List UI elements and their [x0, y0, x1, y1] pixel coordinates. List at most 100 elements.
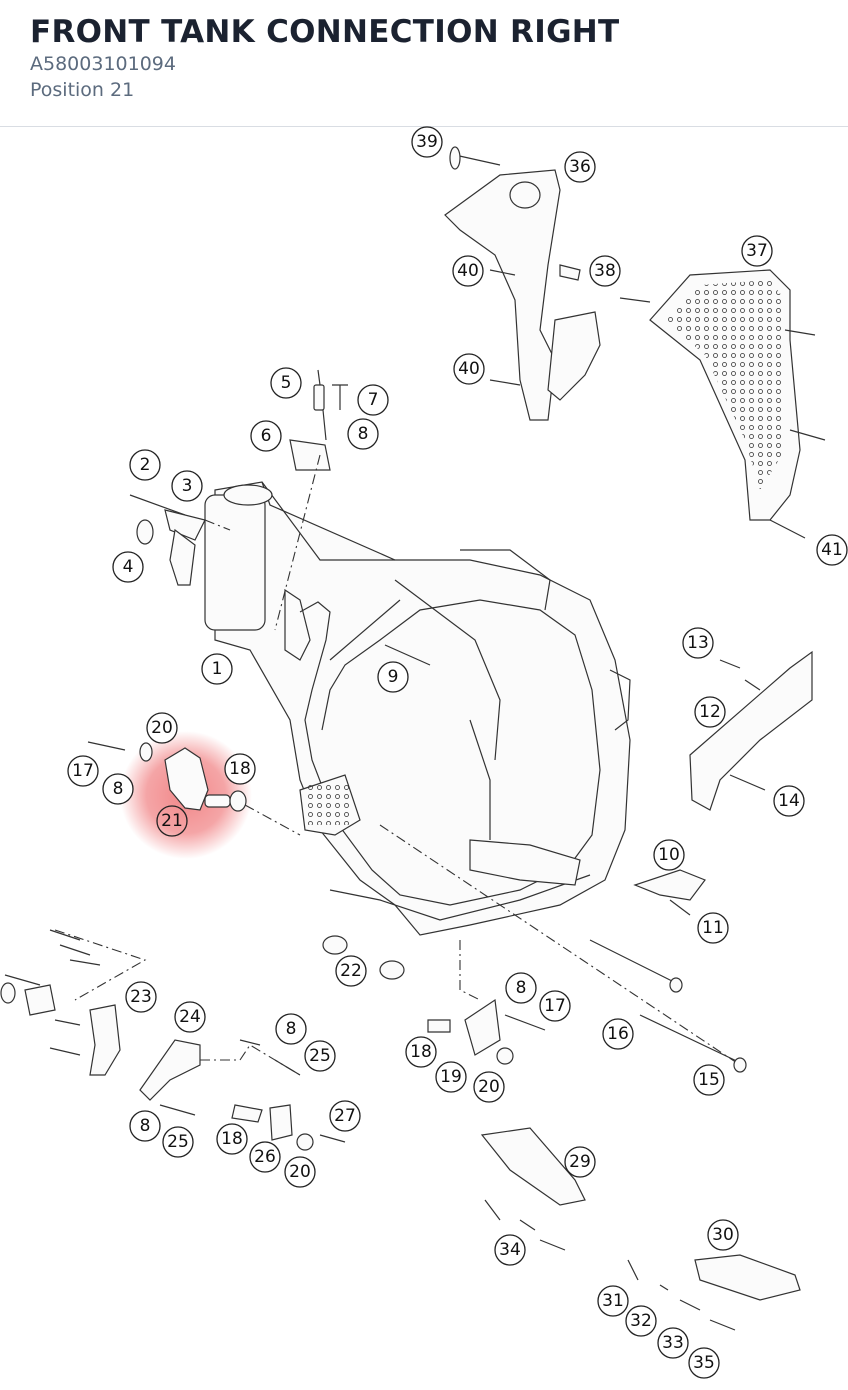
callout-10[interactable]: 10: [653, 839, 685, 871]
svg-text:2: 2: [140, 455, 151, 475]
upper-parts: [129, 369, 431, 666]
callout-32[interactable]: 32: [625, 1305, 657, 1337]
callout-33[interactable]: 33: [657, 1327, 689, 1359]
svg-text:40: 40: [457, 261, 479, 281]
right-side-parts: [379, 650, 813, 1073]
callout-8-top[interactable]: 8: [347, 418, 379, 450]
callout-14[interactable]: 14: [773, 785, 805, 817]
callout-23[interactable]: 23: [125, 981, 157, 1013]
callout-4[interactable]: 4: [112, 551, 144, 583]
svg-text:25: 25: [167, 1132, 189, 1152]
part-21-assembly: [87, 741, 301, 836]
svg-text:20: 20: [478, 1077, 500, 1097]
position-label: Position 21: [30, 79, 135, 101]
callout-7[interactable]: 7: [357, 384, 389, 416]
callout-20-mid[interactable]: 20: [473, 1071, 505, 1103]
callout-31[interactable]: 31: [597, 1285, 629, 1317]
callout-20-left[interactable]: 20: [146, 712, 178, 744]
svg-text:26: 26: [254, 1147, 276, 1167]
svg-text:13: 13: [687, 633, 709, 653]
svg-text:35: 35: [693, 1353, 715, 1373]
svg-text:32: 32: [630, 1311, 652, 1331]
svg-text:8: 8: [113, 779, 124, 799]
callout-18-bottom[interactable]: 18: [216, 1123, 248, 1155]
svg-text:38: 38: [594, 261, 616, 281]
svg-text:11: 11: [702, 918, 724, 938]
svg-text:10: 10: [658, 845, 680, 865]
callout-18-mid[interactable]: 18: [405, 1036, 437, 1068]
callout-27[interactable]: 27: [329, 1100, 361, 1132]
callout-9[interactable]: 9: [377, 661, 409, 693]
footpeg-parts: [480, 1127, 801, 1331]
svg-text:25: 25: [309, 1046, 331, 1066]
svg-text:24: 24: [179, 1007, 201, 1027]
svg-text:20: 20: [151, 718, 173, 738]
svg-text:1: 1: [212, 659, 223, 679]
callout-24[interactable]: 24: [174, 1001, 206, 1033]
svg-text:18: 18: [221, 1129, 243, 1149]
callout-18-left[interactable]: 18: [224, 753, 256, 785]
callout-19[interactable]: 19: [435, 1061, 467, 1093]
shroud-parts: [444, 146, 826, 539]
callout-34[interactable]: 34: [494, 1234, 526, 1266]
callout-29[interactable]: 29: [564, 1146, 596, 1178]
frame-drawing: [204, 481, 631, 936]
svg-text:3: 3: [182, 476, 193, 496]
svg-text:36: 36: [569, 157, 591, 177]
svg-text:22: 22: [340, 961, 362, 981]
callout-22[interactable]: 22: [335, 955, 367, 987]
svg-text:29: 29: [569, 1152, 591, 1172]
svg-text:41: 41: [821, 540, 843, 560]
callout-21-highlighted[interactable]: 21: [156, 805, 188, 837]
callout-40-top[interactable]: 40: [452, 255, 484, 287]
callout-1[interactable]: 1: [201, 653, 233, 685]
callout-3[interactable]: 3: [171, 470, 203, 502]
callout-20-bottom[interactable]: 20: [284, 1156, 316, 1188]
svg-text:6: 6: [261, 426, 272, 446]
callout-17-mid[interactable]: 17: [539, 990, 571, 1022]
svg-text:19: 19: [440, 1067, 462, 1087]
svg-text:12: 12: [699, 702, 721, 722]
svg-text:20: 20: [289, 1162, 311, 1182]
callout-26[interactable]: 26: [249, 1141, 281, 1173]
svg-text:14: 14: [778, 791, 800, 811]
svg-text:37: 37: [746, 241, 768, 261]
callout-25-lower[interactable]: 25: [162, 1126, 194, 1158]
svg-text:39: 39: [416, 132, 438, 152]
callout-35[interactable]: 35: [688, 1347, 720, 1379]
svg-text:8: 8: [358, 424, 369, 444]
callout-30[interactable]: 30: [707, 1219, 739, 1251]
callout-11[interactable]: 11: [697, 912, 729, 944]
part-number: A58003101094: [30, 53, 176, 75]
callout-39[interactable]: 39: [411, 126, 443, 158]
svg-text:21: 21: [161, 811, 183, 831]
svg-text:34: 34: [499, 1240, 521, 1260]
callout-40-bottom[interactable]: 40: [453, 353, 485, 385]
callout-15[interactable]: 15: [693, 1064, 725, 1096]
callout-5[interactable]: 5: [270, 367, 302, 399]
callout-8-mid[interactable]: 8: [505, 972, 537, 1004]
svg-text:9: 9: [388, 667, 399, 687]
callout-17-left[interactable]: 17: [67, 755, 99, 787]
callout-25-upper[interactable]: 25: [304, 1040, 336, 1072]
callout-41[interactable]: 41: [816, 534, 848, 566]
svg-text:30: 30: [712, 1225, 734, 1245]
callout-2[interactable]: 2: [129, 449, 161, 481]
callout-8-left[interactable]: 8: [102, 773, 134, 805]
svg-text:40: 40: [458, 359, 480, 379]
svg-text:23: 23: [130, 987, 152, 1007]
callout-37[interactable]: 37: [741, 235, 773, 267]
callout-8-bottom[interactable]: 8: [129, 1110, 161, 1142]
callout-36[interactable]: 36: [564, 151, 596, 183]
page-header: FRONT TANK CONNECTION RIGHT A58003101094…: [0, 0, 848, 127]
lower-parts: [0, 929, 546, 1151]
callout-6[interactable]: 6: [250, 420, 282, 452]
svg-text:27: 27: [334, 1106, 356, 1126]
callout-12[interactable]: 12: [694, 696, 726, 728]
callout-8-lower[interactable]: 8: [275, 1013, 307, 1045]
callout-16[interactable]: 16: [602, 1018, 634, 1050]
callout-13[interactable]: 13: [682, 627, 714, 659]
callout-38[interactable]: 38: [589, 255, 621, 287]
svg-text:4: 4: [123, 557, 134, 577]
